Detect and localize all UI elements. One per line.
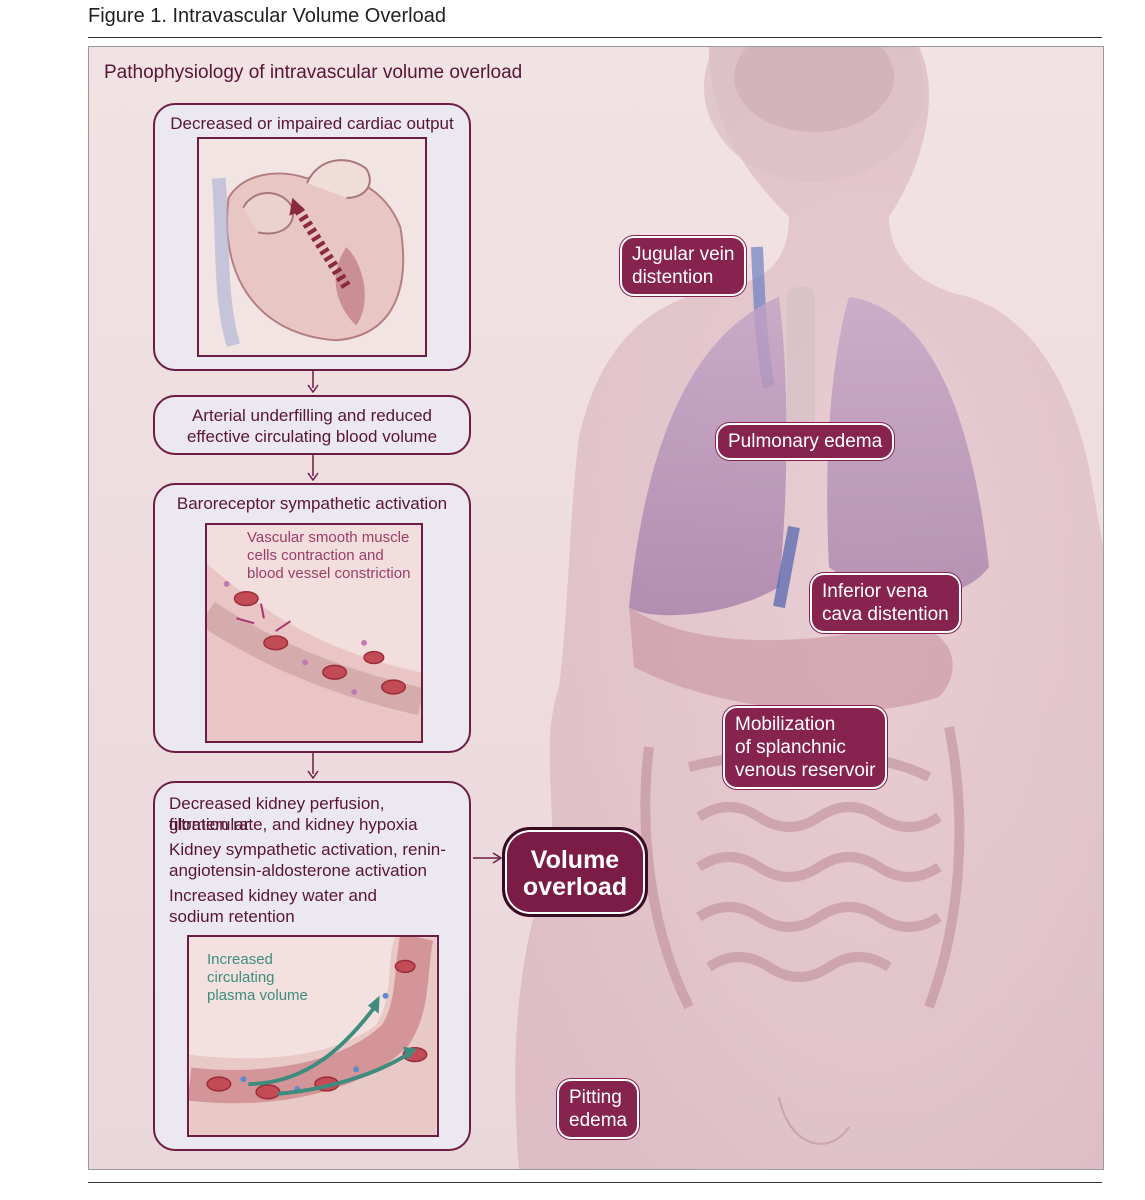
right-lung	[629, 297, 787, 616]
pulmonary-edema-tag: Pulmonary edema	[716, 423, 895, 460]
plasma-volume-illustration: Increased circulating plasma volume	[187, 935, 439, 1137]
trachea	[787, 287, 815, 437]
body-illustration	[515, 47, 1103, 1169]
splanchnic-tag: Mobilization of splanchnic venous reserv…	[723, 706, 888, 789]
plasma-note-line3: plasma volume	[207, 987, 308, 1004]
kidney-item2-line2: angiotensin-aldosterone activation	[169, 861, 428, 880]
kidney-box: Decreased kidney perfusion, glomerular f…	[153, 781, 471, 1151]
flow-arrow-1	[307, 371, 319, 393]
intestines	[640, 726, 965, 1010]
splanchnic-line2: of splanchnic	[735, 737, 846, 758]
jugular-line2: distention	[632, 267, 714, 288]
plasma-flow-arrow	[248, 1004, 378, 1086]
volume-overload-badge: Volume overload	[502, 827, 648, 917]
cardiac-output-box: Decreased or impaired cardiac output	[153, 103, 471, 371]
diagram-subtitle: Pathophysiology of intravascular volume …	[104, 62, 523, 83]
ivc-distention-tag: Inferior vena cava distention	[810, 573, 961, 633]
plasma-note-line2: circulating	[207, 969, 275, 986]
arterial-underfilling-line2: effective circulating blood volume	[186, 427, 438, 446]
jugular-line1: Jugular vein	[632, 244, 735, 265]
flow-arrow-3	[307, 753, 319, 779]
pitting-line1: Pitting	[569, 1087, 622, 1108]
baroreceptor-box: Baroreceptor sympathetic activation	[153, 483, 471, 753]
cardiac-output-label: Decreased or impaired cardiac output	[170, 114, 454, 133]
plasma-note-line1: Increased	[207, 951, 273, 968]
kidney-item1-line2: filtration rate, and kidney hypoxia	[169, 815, 418, 834]
pitting-edema-tag: Pitting edema	[557, 1079, 640, 1139]
bottom-rule	[88, 1182, 1102, 1183]
left-lung	[827, 297, 989, 597]
vessel-note-line3: blood vessel constriction	[247, 565, 411, 582]
pitting-line2: edema	[569, 1110, 628, 1131]
vessel-note-line1: Vascular smooth muscle	[247, 529, 410, 546]
baroreceptor-label: Baroreceptor sympathetic activation	[176, 494, 448, 513]
splanchnic-line1: Mobilization	[735, 714, 836, 735]
arrow-to-volume-overload	[473, 852, 503, 864]
volume-overload-line1: Volume	[530, 846, 620, 874]
heart-illustration	[197, 137, 427, 357]
vessel-constriction-illustration: Vascular smooth muscle cells contraction…	[205, 523, 423, 743]
splanchnic-line3: venous reservoir	[735, 760, 876, 781]
figure-panel: Pathophysiology of intravascular volume …	[88, 46, 1104, 1170]
vessel-note-line2: cells contraction and	[247, 547, 384, 564]
pulmonary-label: Pulmonary edema	[728, 431, 883, 452]
top-rule	[88, 37, 1102, 38]
flow-arrow-2	[307, 455, 319, 481]
kidney-item2-line1: Kidney sympathetic activation, renin-	[169, 840, 446, 859]
jugular-vein-tag: Jugular vein distention	[620, 236, 747, 296]
figure-title: Figure 1. Intravascular Volume Overload	[88, 5, 446, 27]
kidney-item1-line1: Decreased kidney perfusion, glomerular	[169, 794, 385, 834]
hip-line	[778, 1096, 850, 1145]
arterial-underfilling-line1: Arterial underfilling and reduced	[191, 406, 433, 425]
ivc-line2: cava distention	[822, 604, 949, 625]
kidney-item3-line2: sodium retention	[169, 907, 295, 926]
inferior-vena-cava	[773, 525, 800, 609]
liver	[629, 607, 953, 712]
arterial-underfilling-box: Arterial underfilling and reduced effect…	[153, 395, 471, 455]
brain	[734, 47, 894, 132]
kidney-item3-line1: Increased kidney water and	[169, 886, 377, 905]
ivc-line1: Inferior vena	[822, 581, 928, 602]
volume-overload-line2: overload	[522, 873, 628, 901]
